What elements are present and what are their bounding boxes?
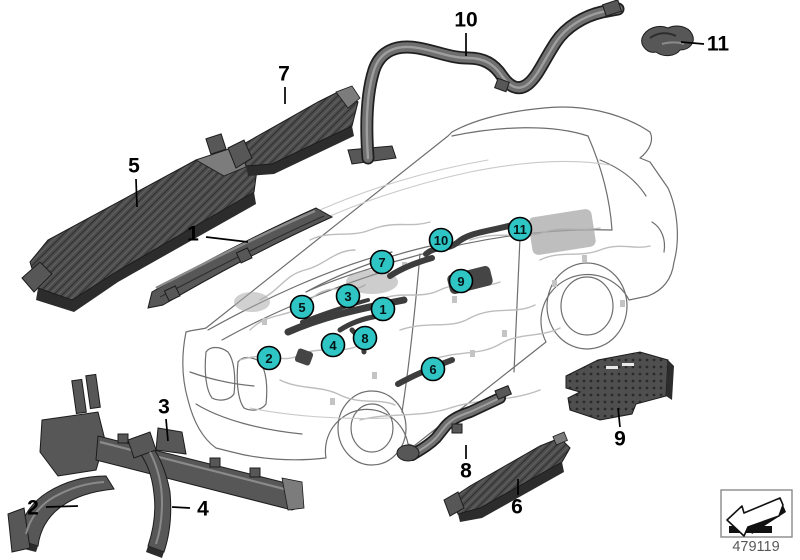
callout-leader-line [617,407,621,428]
callout-number[interactable]: 3 [158,396,170,419]
marker-11[interactable]: 11 [507,216,533,242]
callout-number[interactable]: 5 [128,155,140,178]
callout-number[interactable]: 11 [707,33,730,56]
callout-6[interactable]: 6 [511,479,523,519]
car-door-seam-rear [513,237,521,373]
callout-labels: 1 2 3 4 5 6 7 8 9 10 11 [27,9,729,521]
marker-circle[interactable] [428,227,454,253]
car-grille-left [204,346,236,401]
part-drawing-8[interactable] [396,385,513,462]
callout-leader-line [680,41,705,45]
car-door-seam-front [401,253,421,413]
front-wheel-rim [350,403,394,453]
callout-11[interactable]: 11 [680,33,730,56]
part-drawing-7[interactable] [227,85,361,176]
part-drawing-6[interactable] [443,431,571,522]
direction-arrow-icon [726,497,786,537]
marker-circle[interactable] [256,345,282,371]
callout-1[interactable]: 1 [187,223,249,246]
callout-2[interactable]: 2 [27,497,79,520]
marker-3[interactable]: 3 [335,283,361,309]
marker-circle[interactable] [370,296,396,322]
marker-circle[interactable] [507,216,533,242]
callout-leader-line [171,506,191,509]
marker-number: 8 [361,331,368,346]
rear-wheel [546,262,628,350]
marker-circle[interactable] [289,294,315,320]
rear-wheel-rim [560,276,614,336]
marker-circle[interactable] [320,332,346,358]
callout-number[interactable]: 2 [27,497,39,520]
position-markers: 1 2 3 4 5 6 7 8 9 10 11 [256,216,533,382]
car-grille-right [236,356,268,411]
callout-number[interactable]: 1 [187,223,199,246]
car-c-pillar [587,135,613,231]
part-drawing-2[interactable] [7,475,115,553]
part-drawings [7,0,694,558]
marker-circle[interactable] [448,268,474,294]
marker-1[interactable]: 1 [370,296,396,322]
marker-5[interactable]: 5 [289,294,315,320]
part-drawing-9[interactable] [565,351,674,421]
car-roof-edge [451,127,589,137]
callout-9[interactable]: 9 [614,407,626,451]
marker-circle[interactable] [420,356,446,382]
marker-6[interactable]: 6 [420,356,446,382]
marker-circle[interactable] [335,283,361,309]
part-drawing-10[interactable] [347,0,625,165]
callout-leader-line [135,178,138,208]
marker-10[interactable]: 10 [428,227,454,253]
callout-number[interactable]: 7 [278,63,290,86]
marker-number: 3 [344,289,351,304]
callout-5[interactable]: 5 [128,155,140,208]
car-tail-lamp [651,221,666,253]
callout-3[interactable]: 3 [158,396,170,442]
marker-number: 4 [329,338,337,353]
callout-leader-line [165,418,169,442]
part-drawing-4[interactable] [127,431,172,558]
marker-number: 11 [513,222,527,237]
marker-number: 9 [457,274,464,289]
car-hood-line-1 [207,251,393,331]
marker-2[interactable]: 2 [256,345,282,371]
marker-number: 10 [434,233,448,248]
callout-10[interactable]: 10 [454,9,478,57]
marker-number: 7 [378,255,385,270]
marker-circle[interactable] [352,325,378,351]
callout-number[interactable]: 9 [614,428,626,451]
doc-number: 479119 [732,539,779,555]
part-drawing-5[interactable] [21,133,259,312]
part-drawing-1[interactable] [147,207,334,309]
part-drawing-11[interactable] [641,25,694,57]
marker-9[interactable]: 9 [448,268,474,294]
callout-number[interactable]: 8 [460,460,472,483]
doc-footer: 479119 [720,489,793,555]
marker-number: 5 [298,300,305,315]
callout-number[interactable]: 10 [454,9,477,32]
marker-circle[interactable] [369,249,395,275]
callout-number[interactable]: 4 [197,498,209,521]
car-bumper-line-2 [189,371,255,387]
callout-leader-line [45,505,79,508]
car-spoiler [599,159,647,197]
marker-7[interactable]: 7 [369,249,395,275]
callout-4[interactable]: 4 [171,498,209,521]
marker-number: 6 [429,362,436,377]
callout-number[interactable]: 6 [511,496,523,519]
callout-7[interactable]: 7 [278,63,290,105]
callout-leader-line [205,236,249,243]
marker-number: 1 [379,302,386,317]
car-bumper-line-1 [195,403,303,435]
installed-covers-highlight [284,221,519,387]
callout-8[interactable]: 8 [460,445,472,483]
marker-4[interactable]: 4 [320,332,346,358]
marker-number: 2 [265,351,272,366]
front-wheel [337,390,407,466]
car-illustration [182,106,678,466]
marker-8[interactable]: 8 [352,325,378,351]
car-body-outline [182,106,678,461]
